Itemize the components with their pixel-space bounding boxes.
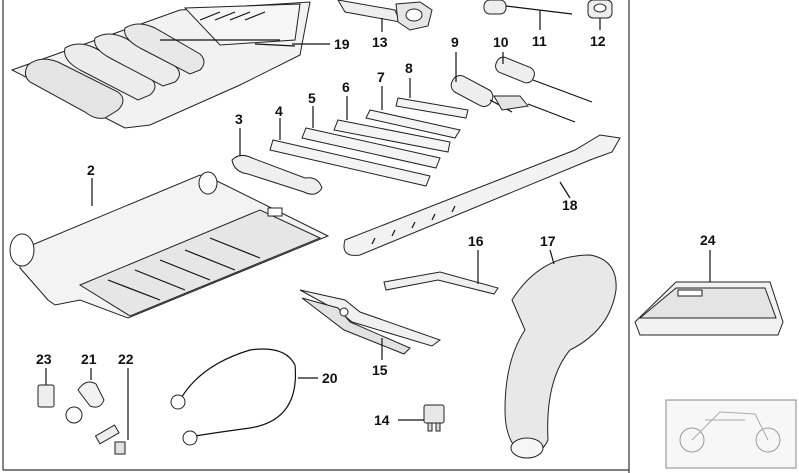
part-11-screwdriver [483, 0, 573, 15]
callout-23: 23 [36, 351, 52, 367]
callout-8: 8 [405, 60, 413, 76]
part-14-fuse [423, 404, 445, 432]
callout-17: 17 [540, 233, 556, 249]
leader-17 [549, 249, 555, 265]
part-19-tool-roll [10, 1, 311, 129]
part-21-ring [65, 381, 105, 424]
part-20-cable [170, 348, 297, 446]
callout-22: 22 [118, 351, 134, 367]
callout-14: 14 [374, 412, 390, 428]
part-22-bolt [94, 424, 126, 455]
callout-4: 4 [275, 103, 283, 119]
callout-3: 3 [235, 111, 243, 127]
callout-13: 13 [372, 34, 388, 50]
part-16-bracket [383, 271, 499, 295]
callout-21: 21 [81, 351, 97, 367]
part-15-pliers [299, 289, 442, 355]
part-6-hex-key [333, 119, 451, 153]
part-4-hex-key [269, 139, 431, 187]
part-23-clip [37, 384, 55, 408]
callout-16: 16 [468, 233, 484, 249]
part-18-lever [343, 134, 621, 256]
callout-7: 7 [377, 69, 385, 85]
callout-20: 20 [322, 370, 338, 386]
motorcycle-thumbnail [665, 399, 797, 469]
callout-11: 11 [532, 33, 547, 49]
callout-5: 5 [308, 90, 316, 106]
callout-19: 19 [334, 36, 350, 52]
callout-15: 15 [372, 362, 388, 378]
part-12-socket [587, 0, 613, 19]
callout-10: 10 [493, 34, 509, 50]
part-13-socket-wrench [337, 0, 433, 31]
part-8-hex-key [395, 97, 469, 119]
leader-18 [559, 181, 571, 199]
part-9-screwdriver [450, 75, 576, 123]
part-3-wrench [231, 154, 323, 195]
callout-9: 9 [451, 34, 459, 50]
callout-12: 12 [590, 33, 606, 49]
callout-18: 18 [562, 197, 578, 213]
callout-24: 24 [700, 232, 716, 248]
part-7-hex-key [365, 109, 461, 139]
part-10-screwdriver [495, 56, 593, 103]
part-2-tool-bag [9, 171, 330, 319]
part-5-hex-key [301, 127, 441, 169]
part-24-document-wallet [634, 281, 784, 336]
callout-2: 2 [87, 162, 95, 178]
part-17-sleeve [504, 254, 617, 459]
callout-6: 6 [342, 79, 350, 95]
